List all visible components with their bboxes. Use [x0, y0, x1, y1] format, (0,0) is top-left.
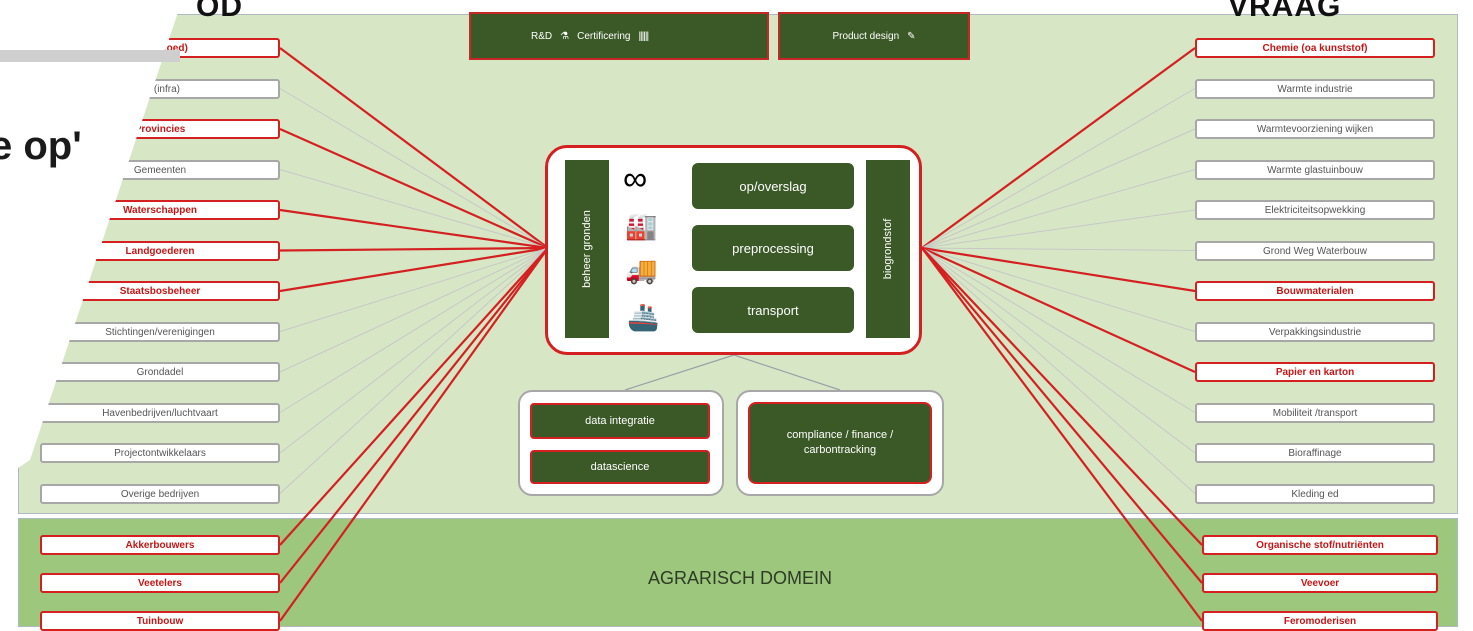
connector-line [921, 247, 1203, 584]
connector-line [279, 247, 549, 332]
biomaterial-bar [866, 160, 910, 338]
manage-land-label: beheer gronden [581, 210, 593, 288]
list-item: Overige bedrijven [40, 483, 280, 504]
connector-line [921, 88, 1196, 249]
connector-line [921, 247, 1196, 494]
list-item: Verpakkingsindustrie [1195, 321, 1435, 342]
list-item: Papier en karton [1195, 362, 1435, 382]
connector-line [279, 247, 549, 413]
list-item: Tuinbouw [40, 611, 280, 631]
list-item: Havenbedrijven/luchtvaart [40, 402, 280, 423]
list-item: Kleding ed [1195, 483, 1435, 504]
truck-icon: 🚚 [625, 255, 658, 285]
step-transshipment: op/overslag [692, 163, 854, 209]
list-item: Warmtevoorziening wijken [1195, 119, 1435, 139]
connector-line [279, 208, 549, 250]
connector-line [279, 246, 549, 293]
connector-line [921, 169, 1196, 249]
connector-line [624, 354, 735, 391]
list-item: Grond Weg Waterbouw [1195, 240, 1435, 261]
step-transport: transport [692, 287, 854, 333]
list-item: Feromoderisen [1202, 611, 1438, 631]
connector-line [921, 247, 1203, 622]
step-preprocessing: preprocessing [692, 225, 854, 271]
product-design-label: Product design [832, 30, 900, 42]
manage-land-bar [565, 160, 609, 338]
list-item: Staatsbosbeheer [40, 281, 280, 301]
list-item: Stichtingen/verenigingen [40, 321, 280, 342]
rnd-certification-box: R&D ⚗ Certificering |||||| [469, 12, 769, 60]
slide-topbar [0, 50, 180, 62]
compliance-box: compliance / finance / carbontracking [748, 402, 932, 484]
data-integration-box: data integratie [530, 403, 710, 439]
list-item: Veevoer [1202, 573, 1438, 593]
connector-line [279, 247, 549, 373]
connector-line [279, 247, 549, 622]
connector-line [279, 169, 549, 249]
connector-line [921, 247, 1196, 413]
slide-text: e op' [0, 124, 82, 168]
connector-line [279, 247, 549, 454]
connector-line [279, 127, 549, 250]
connector-line [921, 246, 1196, 293]
list-item: Chemie (oa kunststof) [1195, 38, 1435, 58]
agrarian-domain-title: AGRARISCH DOMEIN [647, 568, 833, 588]
design-icon: ✎ [907, 30, 916, 42]
barcode-icon: |||||| [638, 30, 649, 42]
connector-line [279, 88, 549, 249]
connector-line [921, 246, 1196, 374]
product-design-box: Product design ✎ [778, 12, 970, 60]
connector-line [921, 247, 1196, 332]
datascience-box: datascience [530, 450, 710, 484]
connector-line [921, 128, 1196, 249]
connector-line [279, 247, 549, 546]
list-item: Bouwmaterialen [1195, 281, 1435, 301]
connector-line [921, 247, 1203, 546]
biomaterial-label: biogrondstof [882, 218, 894, 280]
connector-line [733, 354, 841, 391]
connector-line [279, 246, 549, 252]
list-item: Bioraffinage [1195, 443, 1435, 463]
certification-label: Certificering [577, 30, 631, 42]
connector-line [279, 247, 549, 494]
list-item: Organische stof/nutriënten [1202, 535, 1438, 555]
ship-icon: 🚢 [627, 302, 660, 332]
flask-icon: ⚗ [560, 30, 570, 42]
infinity-icon: ∞ [623, 160, 648, 198]
connector-line [279, 247, 549, 584]
factory-icon: 🏭 [625, 211, 658, 241]
list-item: Warmte glastuinbouw [1195, 159, 1435, 180]
connector-line [921, 247, 1196, 251]
connector-line [921, 247, 1196, 454]
list-item: Waterschappen [40, 200, 280, 220]
demand-header: VRAAG [1228, 0, 1342, 23]
list-item: Projectontwikkelaars [40, 443, 280, 463]
connector-line [921, 47, 1196, 249]
list-item: Grondadel [40, 362, 280, 382]
list-item: Veetelers [40, 573, 280, 593]
list-item: Elektriciteitsopwekking [1195, 200, 1435, 220]
connector-line [921, 209, 1196, 249]
list-item: Warmte industrie [1195, 78, 1435, 99]
list-item: Landgoederen [40, 240, 280, 261]
list-item: Mobiliteit /transport [1195, 402, 1435, 423]
supply-header: OD [196, 0, 243, 23]
connector-line [279, 47, 549, 249]
list-item: Akkerbouwers [40, 535, 280, 555]
rnd-label: R&D [531, 30, 553, 42]
list-item: ...t (infra) [40, 78, 280, 99]
